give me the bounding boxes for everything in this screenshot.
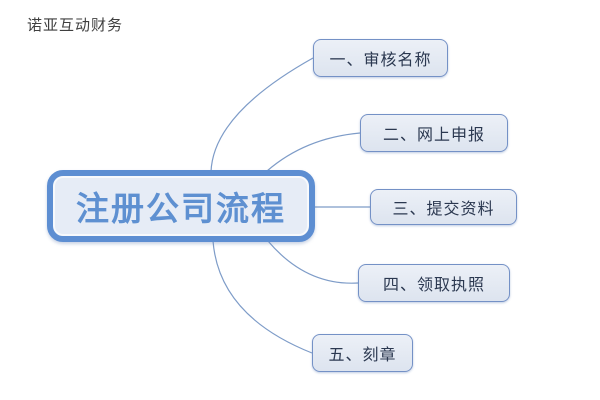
connector-branch-1 <box>210 57 314 173</box>
connector-branch-5 <box>212 240 313 354</box>
brand-label: 诺亚互动财务 <box>27 17 124 34</box>
root-node[interactable]: 注册公司流程 <box>47 170 315 242</box>
branch-node-submit-materials[interactable]: 三、提交资料 <box>370 189 517 225</box>
connector-branch-4 <box>267 240 359 284</box>
branch-node-collect-license[interactable]: 四、领取执照 <box>358 264 510 302</box>
branch-node-online-declaration[interactable]: 二、网上申报 <box>360 114 508 152</box>
branch-node-engrave-seal[interactable]: 五、刻章 <box>312 334 413 372</box>
connector-branch-2 <box>266 132 361 172</box>
branch-node-review-name[interactable]: 一、审核名称 <box>313 39 448 77</box>
